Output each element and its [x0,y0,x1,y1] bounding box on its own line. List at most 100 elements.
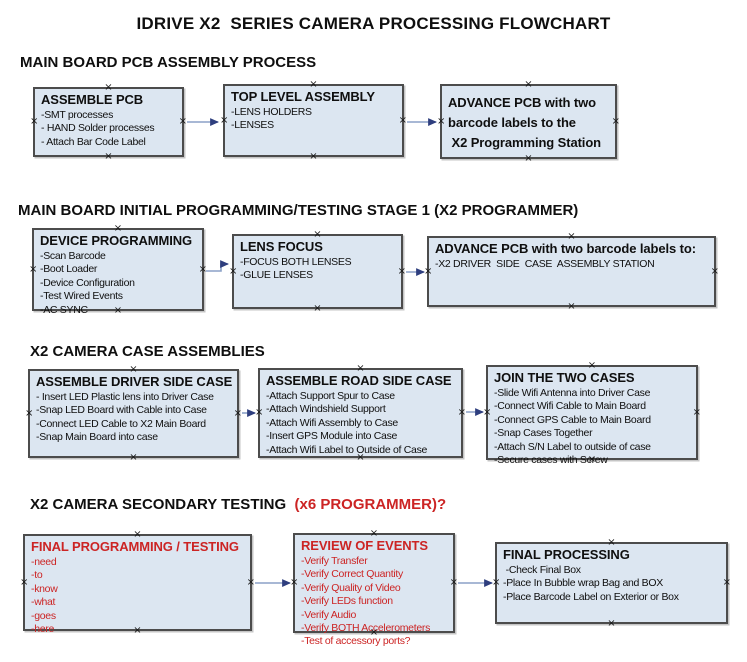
flow-box-join-the-two-cases[interactable]: JOIN THE TWO CASES -Slide Wifi Antenna i… [483,361,701,467]
box-item: -LENSES [231,119,274,132]
box-item: -GLUE LENSES [240,269,313,282]
box-item: -Verify Audio [301,608,357,621]
box-title: ASSEMBLE DRIVER SIDE CASE [36,374,233,389]
box-items: -need-to-know-what-goes-here [31,556,244,636]
box-title: ASSEMBLE ROAD SIDE CASE [266,373,452,388]
connection-handle-icon: × [29,263,38,275]
section-heading-pcb-assembly: MAIN BOARD PCB ASSEMBLY PROCESS [20,54,317,71]
box-items: -X2 DRIVER SIDE CASE ASSEMBLY STATION [435,258,708,271]
box-items: -Slide Wifi Antenna into Driver Case-Con… [494,387,690,467]
box-item: -Device Configuration [40,276,135,289]
box-item: -X2 DRIVER SIDE CASE ASSEMBLY STATION [435,258,655,270]
box-title: TOP LEVEL ASSEMBLY [231,89,375,104]
flow-box-review-of-events[interactable]: REVIEW OF EVENTS -Verify Transfer-Verify… [290,529,458,648]
box-item: -Secure cases with Screw [494,454,608,467]
flow-box-assemble-driver-side-case[interactable]: ASSEMBLE DRIVER SIDE CASE - Insert LED P… [25,365,242,463]
box-items: -Check Final Box-Place In Bubble wrap Ba… [503,564,720,604]
connection-handle-icon: × [255,407,264,418]
box-item: ADVANCE PCB with two [448,95,596,110]
box-title: JOIN THE TWO CASES [494,370,635,385]
box-title: FINAL PROGRAMMING / TESTING [31,539,239,554]
box-item: -Snap Cases Together [494,427,593,440]
page-title: IDRIVE X2 SERIES CAMERA PROCESSING FLOWC… [136,14,611,33]
section-heading-secondary-testing: X2 CAMERA SECONDARY TESTING (x6 PROGRAMM… [30,496,446,513]
box-title: ADVANCE PCB with two barcode labels to: [435,241,696,256]
box-items: -Scan Barcode-Boot Loader-Device Configu… [40,250,196,317]
box-items: -Verify Transfer-Verify Correct Quantity… [301,555,447,649]
flow-box-assemble-pcb[interactable]: ASSEMBLE PCB -SMT processes- HAND Solder… [30,83,187,162]
connection-handle-icon: × [246,576,255,588]
box-item: -LENS HOLDERS [231,106,312,118]
box-item: -Slide Wifi Antenna into Driver Case [494,387,651,399]
connection-handle-icon: × [229,265,238,277]
box-item: -AC SYNC [40,303,88,316]
connection-handle-icon: × [309,151,318,162]
box-item: -goes [31,609,56,622]
flow-box-lens-focus[interactable]: LENS FOCUS -FOCUS BOTH LENSES-GLUE LENSE… [229,230,406,314]
box-item: -need [31,556,57,568]
connection-handle-icon: × [220,114,229,126]
connector-arrow [206,260,230,272]
box-item: -Test Wired Events [40,290,123,303]
section-heading-secondary-testing-black: X2 CAMERA SECONDARY TESTING [30,496,287,513]
box-item: -here [31,623,55,636]
connection-handle-icon: × [524,153,533,164]
connection-handle-icon: × [449,577,458,588]
connection-handle-icon: × [457,407,466,418]
section-heading-initial-programming: MAIN BOARD INITIAL PROGRAMMING/TESTING S… [18,202,579,219]
connection-handle-icon: × [607,618,616,629]
connection-handle-icon: × [483,406,492,418]
box-title: FINAL PROCESSING [503,547,630,562]
box-item: -Verify Correct Quantity [301,568,403,581]
connection-handle-icon: × [611,115,620,127]
box-item: -Connect GPS Cable to Main Board [494,413,651,426]
box-items: -SMT processes- HAND Solder processes- A… [41,109,176,149]
box-item: -to [31,569,43,582]
flow-box-advance-pcb-driver-side[interactable]: ADVANCE PCB with two barcode labels to: … [424,232,719,312]
box-item: -Test of accessory ports? [301,635,411,648]
box-item: -Snap LED Board with Cable into Case [36,404,207,417]
box-item: -Verify Transfer [301,555,368,567]
box-item: -Verify Quality of Video [301,581,401,594]
connection-handle-icon: × [692,406,701,418]
flow-box-final-programming-testing[interactable]: FINAL PROGRAMMING / TESTING -need-to-kno… [20,530,255,636]
connection-handle-icon: × [198,263,207,275]
box-title: ASSEMBLE PCB [41,92,144,107]
connection-handle-icon: × [104,151,113,162]
flow-box-assemble-road-side-case[interactable]: ASSEMBLE ROAD SIDE CASE -Attach Support … [255,364,466,463]
connection-handle-icon: × [437,115,446,127]
connection-handle-icon: × [722,577,731,588]
box-item: -Scan Barcode [40,250,106,262]
box-item: -Boot Loader [40,263,98,276]
flow-box-top-level-assembly[interactable]: TOP LEVEL ASSEMBLY -LENS HOLDERS-LENSES … [220,80,407,162]
box-item: -FOCUS BOTH LENSES [240,256,352,268]
connection-handle-icon: × [398,114,407,126]
box-item: - Insert LED Plastic lens into Driver Ca… [36,391,214,403]
box-item: -Connect Wifi Cable to Main Board [494,400,646,413]
box-item: -Attach Wifi Assembly to Case [266,416,398,429]
box-item: -Attach Support Spur to Case [266,390,395,402]
connection-handle-icon: × [313,303,322,314]
box-items: -LENS HOLDERS-LENSES [231,106,396,133]
box-item: -Insert GPS Module into Case [266,430,398,443]
connection-handle-icon: × [524,79,533,90]
box-item: -SMT processes [41,109,114,121]
connection-handle-icon: × [290,577,299,588]
connection-handle-icon: × [178,116,187,127]
box-items: - Insert LED Plastic lens into Driver Ca… [36,391,231,445]
flow-box-final-processing[interactable]: FINAL PROCESSING -Check Final Box-Place … [492,538,731,629]
section-heading-secondary-testing-red: (x6 PROGRAMMER)? [286,496,447,513]
box-item: - HAND Solder processes [41,122,155,135]
box-item: X2 Programming Station [448,135,602,150]
connection-handle-icon: × [424,265,433,277]
box-item: -Verify LEDs function [301,595,393,608]
box-item: - Attach Bar Code Label [41,135,146,148]
connection-handle-icon: × [710,265,719,277]
box-item: -what [31,596,56,609]
flow-box-device-programming[interactable]: DEVICE PROGRAMMING -Scan Barcode-Boot Lo… [29,224,207,316]
connection-handle-icon: × [129,452,138,463]
section-heading-case-assemblies: X2 CAMERA CASE ASSEMBLIES [30,343,265,360]
